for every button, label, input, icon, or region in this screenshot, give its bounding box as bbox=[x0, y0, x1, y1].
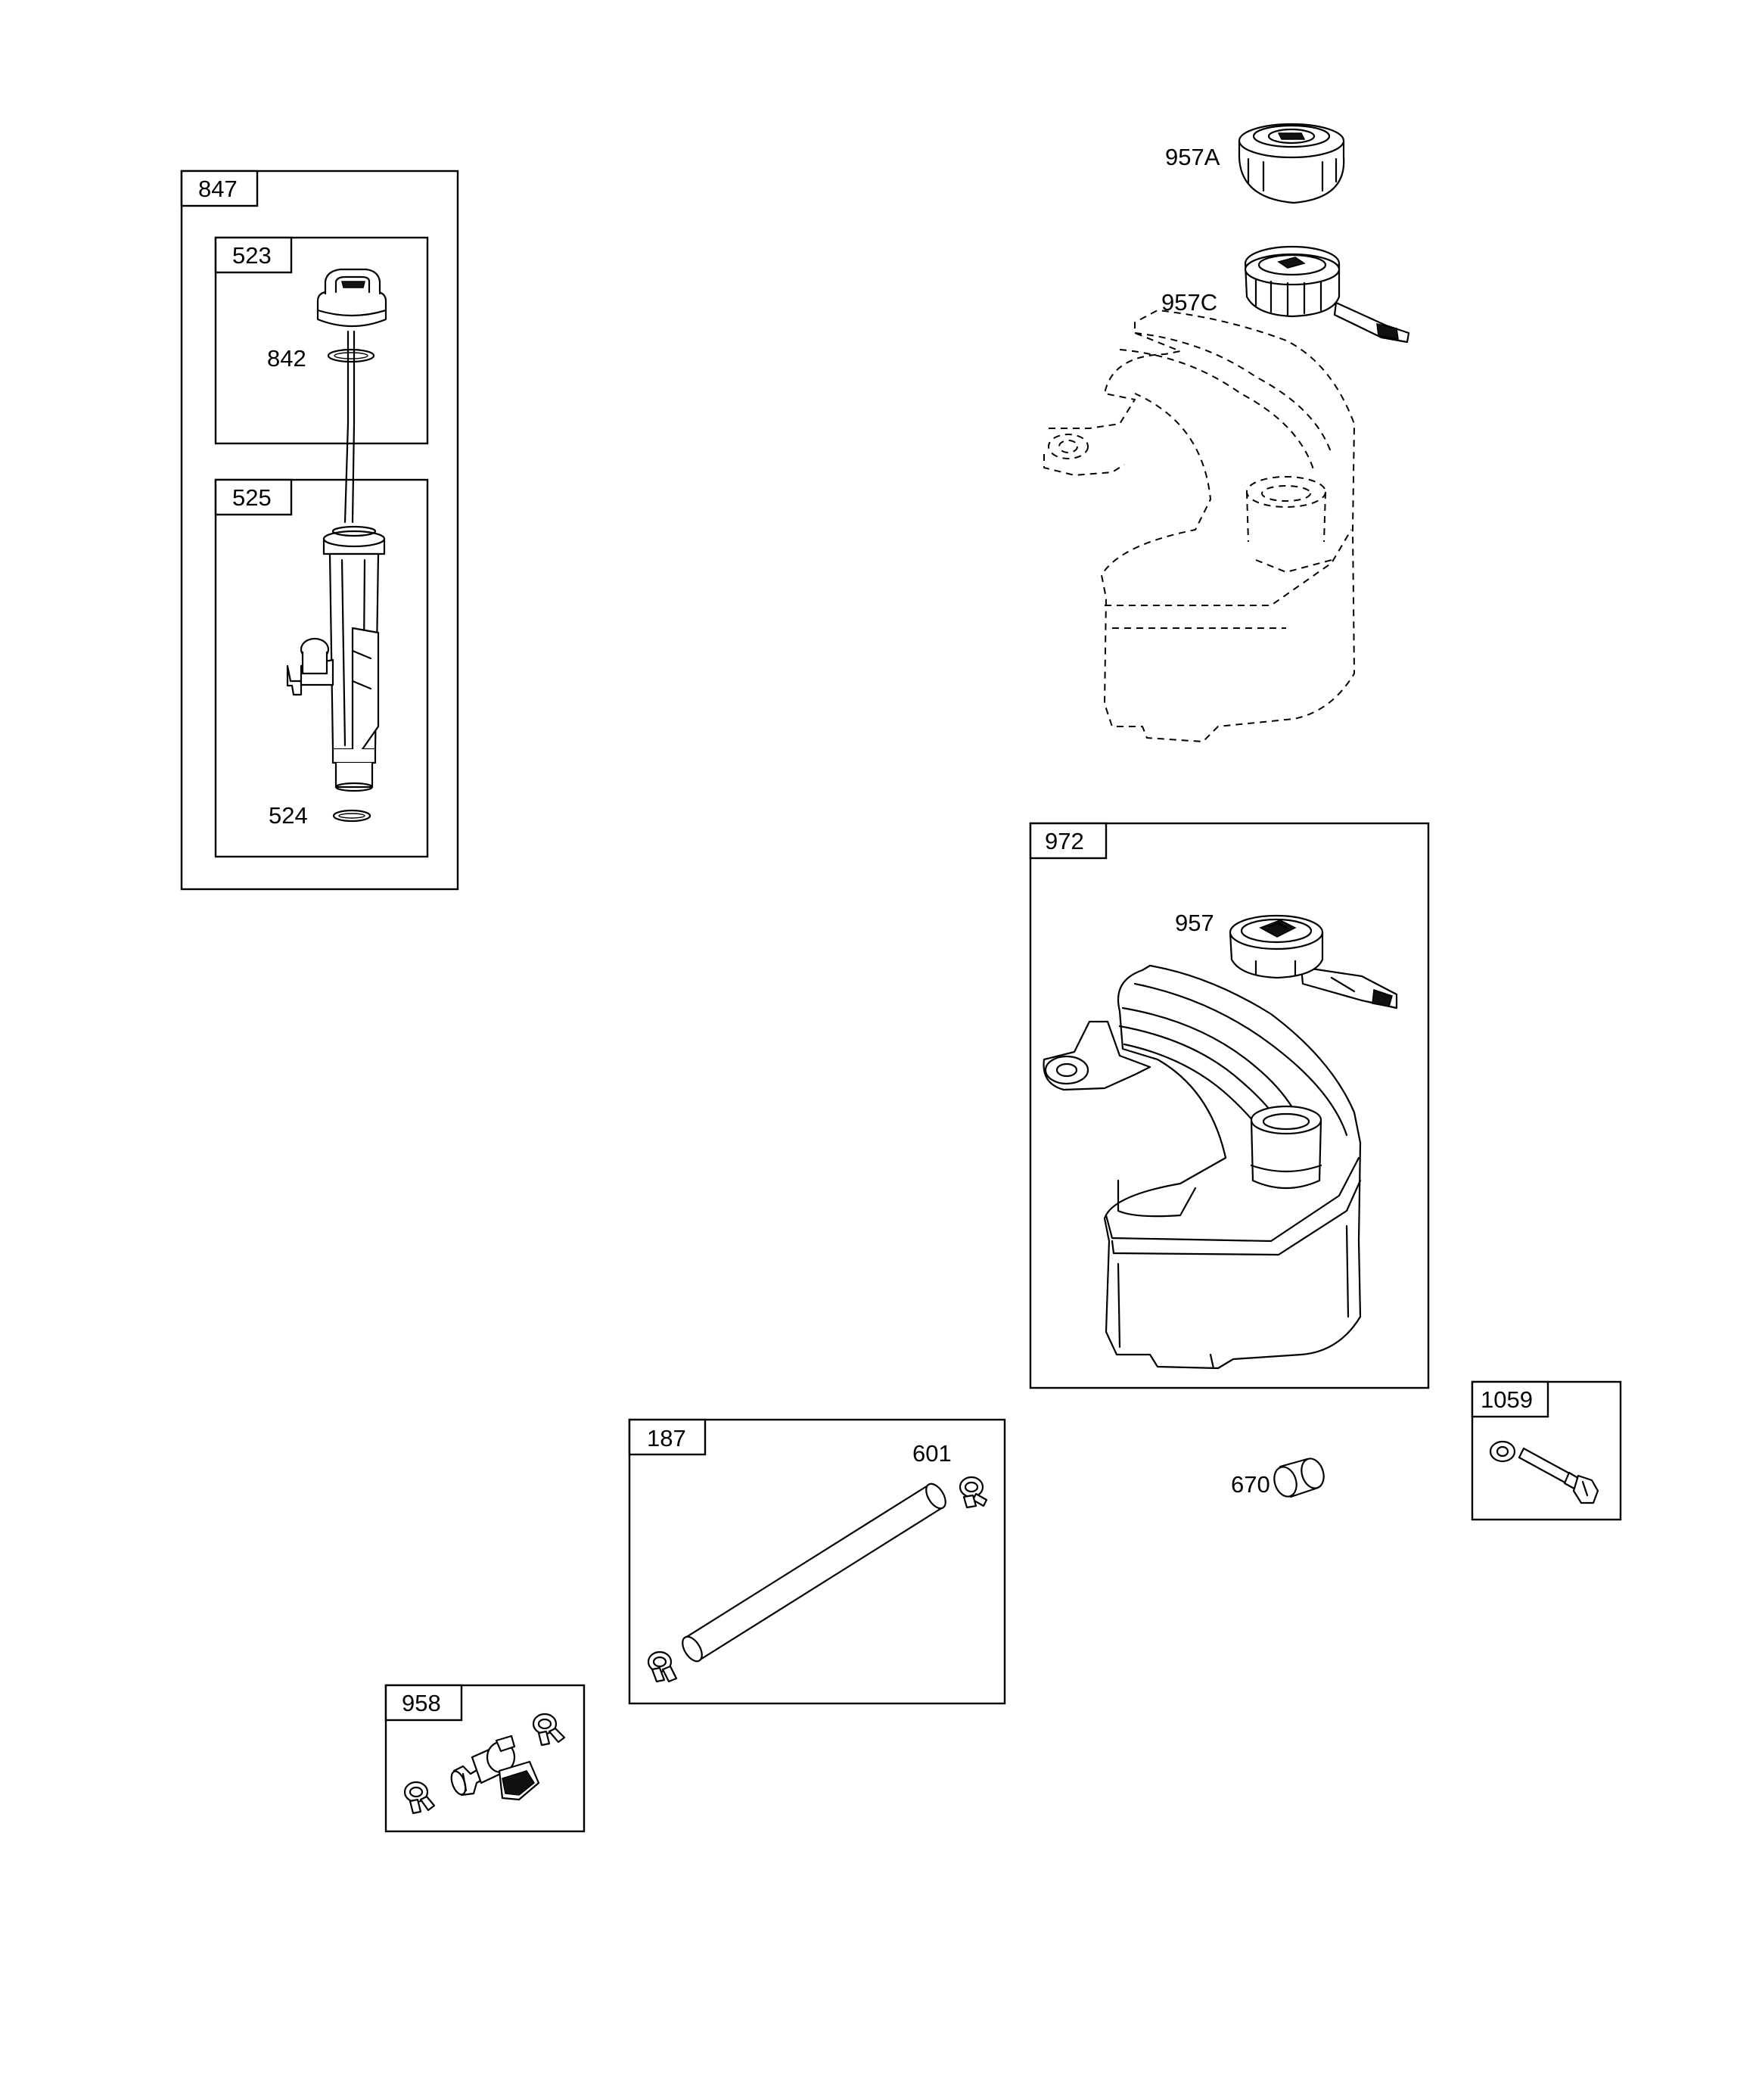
kit-525-label: 525 bbox=[232, 484, 272, 511]
fuel-tank-icon bbox=[1043, 964, 1362, 1370]
part-601-label: 601 bbox=[912, 1440, 952, 1467]
fuel-cap-957-icon bbox=[1229, 914, 1398, 1010]
fuel-line-hose-icon bbox=[682, 1482, 946, 1663]
fuel-tank-outline-icon bbox=[1043, 310, 1355, 742]
part-957-label: 957 bbox=[1175, 910, 1214, 936]
valve-clamp-upper-icon bbox=[532, 1713, 566, 1747]
kit-847-label: 847 bbox=[198, 176, 238, 202]
kit-847[interactable]: 847 bbox=[180, 170, 459, 891]
hose-clamp-601-icon bbox=[959, 1476, 988, 1509]
fuel-cap-957A-icon bbox=[1238, 123, 1345, 204]
kit-972-label: 972 bbox=[1045, 828, 1084, 854]
part-957C-label: 957C bbox=[1161, 289, 1217, 316]
fuel-cap-957C-icon bbox=[1244, 245, 1410, 344]
hose-clamp-lower-icon bbox=[647, 1650, 678, 1683]
bolt-1059-icon bbox=[1489, 1440, 1599, 1504]
kit-1059-label: 1059 bbox=[1481, 1386, 1533, 1413]
part-842-label: 842 bbox=[267, 345, 306, 372]
valve-clamp-lower-icon bbox=[403, 1781, 436, 1815]
o-ring-842-icon bbox=[327, 348, 375, 363]
part-957A-label: 957A bbox=[1165, 144, 1220, 170]
part-670-label: 670 bbox=[1231, 1471, 1270, 1498]
kit-523[interactable]: 523 bbox=[214, 236, 429, 445]
part-524-label: 524 bbox=[269, 802, 308, 829]
kit-187[interactable]: 187 bbox=[628, 1418, 1006, 1705]
dipstick-tube-icon bbox=[286, 525, 386, 792]
kit-958-label: 958 bbox=[402, 1690, 441, 1716]
fuel-shutoff-valve-icon bbox=[450, 1734, 540, 1801]
kit-972[interactable]: 972 bbox=[1029, 822, 1430, 1389]
kit-958[interactable]: 958 bbox=[384, 1684, 586, 1833]
kit-525[interactable]: 525 bbox=[214, 478, 429, 858]
dipstick-rod bbox=[343, 330, 356, 524]
kit-523-label: 523 bbox=[232, 242, 272, 269]
kit-187-label: 187 bbox=[647, 1425, 686, 1451]
kit-1059[interactable]: 1059 bbox=[1471, 1380, 1622, 1521]
o-ring-524-icon bbox=[332, 809, 371, 823]
bushing-670-icon bbox=[1273, 1458, 1325, 1498]
dipstick-cap-icon bbox=[316, 268, 387, 328]
